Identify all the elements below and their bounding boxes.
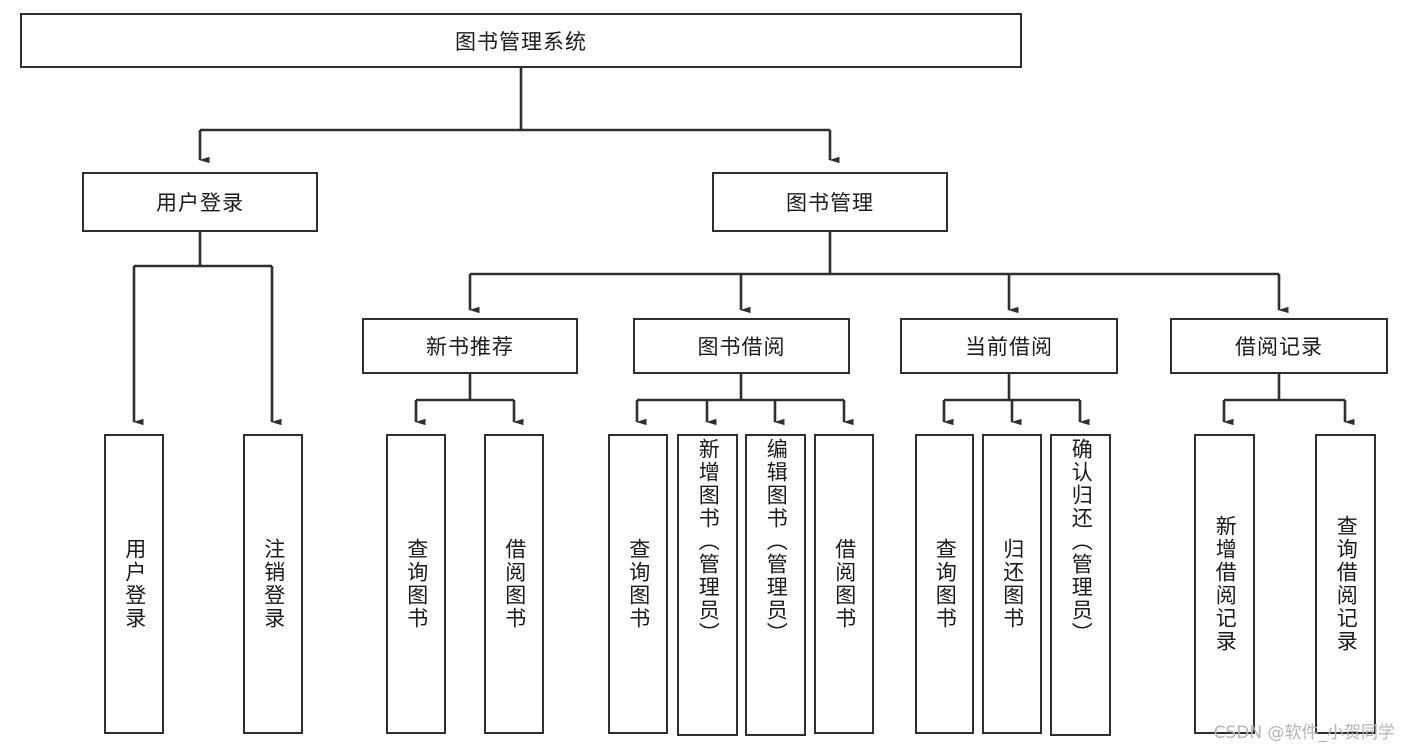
node-book-management[interactable]: 图书管理	[712, 172, 948, 232]
leaf-user-login-login[interactable]: 用户登录	[104, 434, 164, 734]
leaf-label: 借阅图书	[832, 538, 857, 630]
leaf-user-login-logout[interactable]: 注销登录	[243, 434, 303, 734]
watermark-text: CSDN @软件_小贺同学	[1213, 723, 1395, 743]
leaf-label: 借阅图书	[502, 538, 527, 630]
leaf-current-borrow-query[interactable]: 查询图书	[915, 434, 974, 734]
leaf-book-borrow-borrow[interactable]: 借阅图书	[814, 434, 874, 734]
node-borrow-record-label: 借阅记录	[1235, 335, 1323, 359]
node-book-borrow[interactable]: 图书借阅	[633, 318, 850, 374]
leaf-book-borrow-edit[interactable]: 编辑图书（管理员）	[745, 434, 806, 736]
leaf-label: 查询借阅记录	[1334, 515, 1359, 653]
node-borrow-record[interactable]: 借阅记录	[1170, 318, 1388, 374]
node-current-borrow[interactable]: 当前借阅	[900, 318, 1118, 374]
leaf-label: 确认归还（管理员）	[1069, 438, 1094, 645]
leaf-label: 编辑图书（管理员）	[764, 438, 789, 645]
node-root-system[interactable]: 图书管理系统	[20, 13, 1022, 68]
leaf-new-book-borrow[interactable]: 借阅图书	[484, 434, 544, 734]
node-root-label: 图书管理系统	[455, 29, 587, 54]
node-new-book-recommend-label: 新书推荐	[426, 335, 514, 359]
leaf-label: 注销登录	[261, 538, 286, 630]
leaf-borrow-record-add[interactable]: 新增借阅记录	[1194, 434, 1255, 734]
node-book-borrow-label: 图书借阅	[697, 335, 786, 359]
leaf-book-borrow-add[interactable]: 新增图书（管理员）	[677, 434, 738, 736]
node-user-login-label: 用户登录	[156, 191, 244, 215]
leaf-label: 归还图书	[1000, 538, 1025, 630]
node-new-book-recommend[interactable]: 新书推荐	[362, 318, 578, 374]
leaf-label: 查询图书	[404, 538, 429, 630]
leaf-label: 用户登录	[122, 538, 147, 630]
leaf-label: 新增借阅记录	[1213, 515, 1238, 653]
leaf-label: 新增图书（管理员）	[696, 438, 721, 645]
node-book-management-label: 图书管理	[786, 191, 874, 215]
leaf-book-borrow-query[interactable]: 查询图书	[608, 434, 668, 734]
node-current-borrow-label: 当前借阅	[965, 335, 1053, 359]
node-user-login[interactable]: 用户登录	[82, 172, 318, 232]
leaf-current-borrow-confirm[interactable]: 确认归还（管理员）	[1050, 434, 1111, 736]
leaf-current-borrow-return[interactable]: 归还图书	[982, 434, 1042, 734]
leaf-label: 查询图书	[626, 538, 651, 630]
leaf-label: 查询图书	[933, 538, 958, 630]
leaf-borrow-record-query[interactable]: 查询借阅记录	[1315, 434, 1376, 734]
leaf-new-book-query[interactable]: 查询图书	[386, 434, 446, 734]
